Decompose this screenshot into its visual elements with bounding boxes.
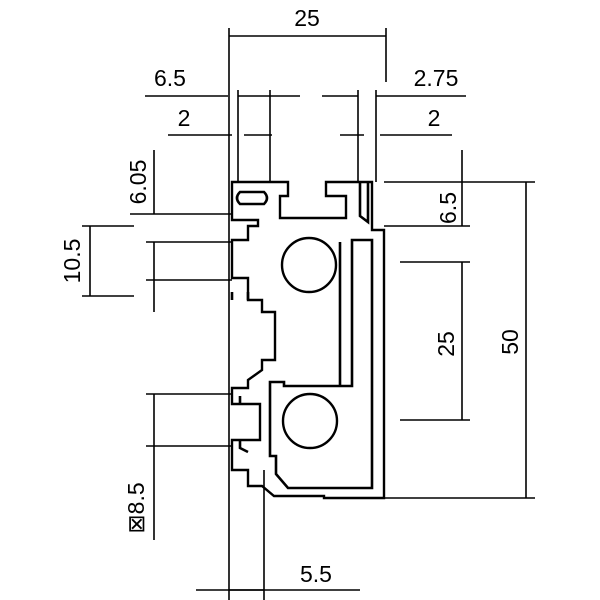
left-mid-notch: [230, 292, 250, 300]
top-right-slot: [358, 182, 370, 225]
profile-outer-contour: [230, 180, 386, 500]
upper-bore: [280, 236, 338, 294]
dim-top-flange: 6.5: [435, 192, 461, 224]
dim-slot-depth: 6.05: [125, 160, 151, 205]
dimension-lines: [82, 28, 535, 600]
profile-section: [230, 180, 386, 500]
dim-square-size: ⊠8.5: [123, 482, 149, 533]
dim-right-offset: 2.75: [414, 65, 459, 91]
dim-bore-pitch: 25: [433, 331, 459, 357]
lower-left-notch: [238, 396, 249, 454]
lower-bore: [281, 392, 339, 450]
top-left-groove: [235, 190, 269, 206]
dim-bottom-width: 5.5: [300, 561, 332, 587]
dim-right-slot: 2: [428, 105, 441, 131]
profile-inner-cavity: [268, 238, 374, 490]
dim-left-offset: 6.5: [154, 65, 186, 91]
dimension-labels: 25 6.5 2.75 2 2 6.05 10.5 6.5 25 50 ⊠8.5…: [59, 5, 523, 587]
dim-overall-width: 25: [294, 5, 320, 31]
dim-slot-height: 10.5: [59, 239, 85, 284]
dim-overall-height: 50: [497, 329, 523, 355]
dim-left-slot: 2: [178, 105, 191, 131]
